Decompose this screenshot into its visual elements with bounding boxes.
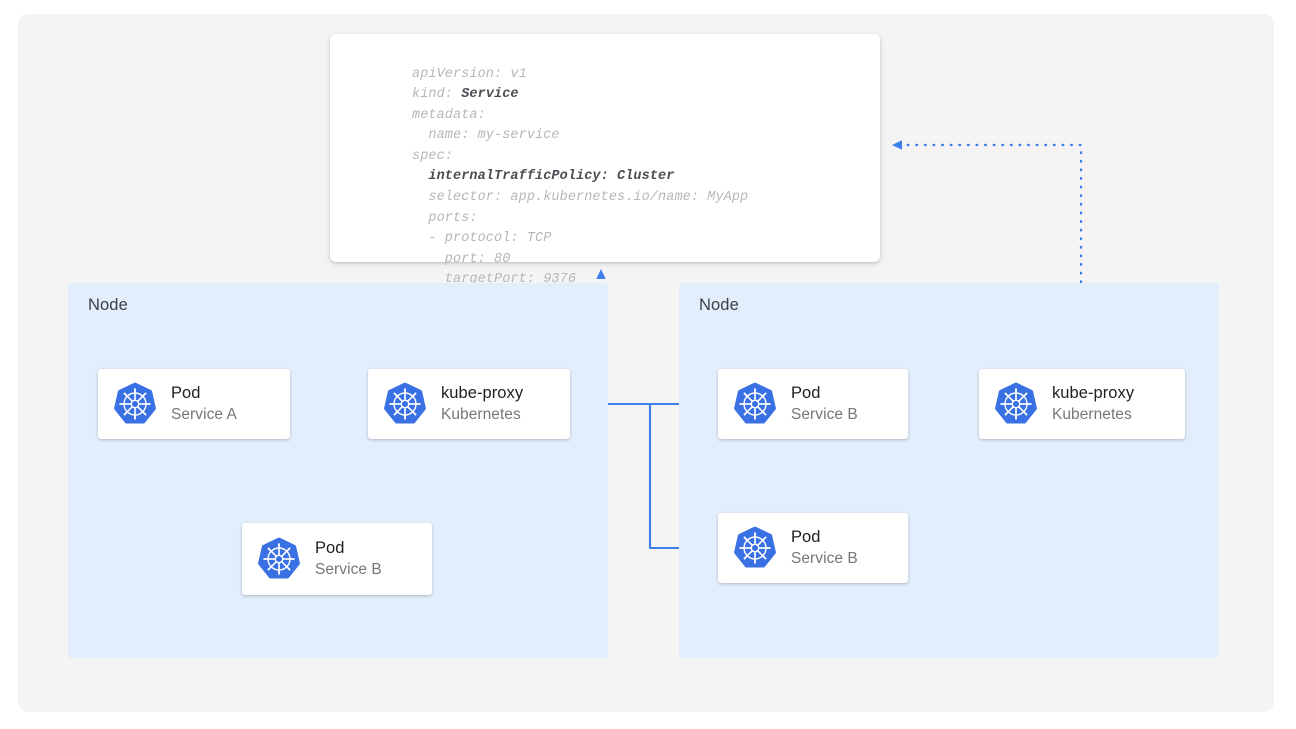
card-subtitle: Service B [791, 550, 858, 567]
card-title: Pod [791, 384, 821, 402]
card-text: Pod Service B [315, 538, 382, 580]
card-text: kube-proxy Kubernetes [1052, 383, 1134, 425]
card-subtitle: Service A [171, 406, 237, 423]
card-text: Pod Service B [791, 383, 858, 425]
card-title: Pod [315, 539, 345, 557]
card-pod-service-b-remote-top[interactable]: Pod Service B [718, 369, 908, 439]
card-text: Pod Service B [791, 527, 858, 569]
service-manifest-code: apiVersion: v1 kind: Service metadata: n… [412, 66, 749, 288]
card-subtitle: Service B [315, 561, 382, 578]
card-title: kube-proxy [1052, 384, 1135, 402]
card-title: Pod [171, 384, 201, 402]
card-subtitle: Service B [791, 406, 858, 423]
card-pod-service-a[interactable]: Pod Service A [98, 369, 290, 439]
node-label-left: Node [88, 296, 128, 314]
service-manifest-card: apiVersion: v1 kind: Service metadata: n… [330, 34, 880, 287]
card-title: Pod [791, 528, 821, 546]
card-pod-service-b-remote-bottom[interactable]: Pod Service B [718, 513, 908, 583]
kubernetes-icon [383, 382, 427, 426]
kubernetes-icon [733, 382, 777, 426]
kubernetes-icon [257, 537, 301, 581]
card-subtitle: Kubernetes [1052, 406, 1132, 423]
card-text: kube-proxy Kubernetes [441, 383, 523, 425]
kubernetes-icon [733, 526, 777, 570]
kubernetes-icon [113, 382, 157, 426]
kubernetes-icon [994, 382, 1038, 426]
card-pod-service-b-local[interactable]: Pod Service B [242, 523, 432, 595]
card-subtitle: Kubernetes [441, 406, 521, 423]
node-container-left: Node [68, 283, 608, 658]
node-label-right: Node [699, 296, 739, 314]
card-kube-proxy-left[interactable]: kube-proxy Kubernetes [368, 369, 570, 439]
card-text: Pod Service A [171, 383, 237, 425]
card-title: kube-proxy [441, 384, 524, 402]
card-kube-proxy-right[interactable]: kube-proxy Kubernetes [979, 369, 1185, 439]
node-container-right: Node [679, 283, 1219, 658]
